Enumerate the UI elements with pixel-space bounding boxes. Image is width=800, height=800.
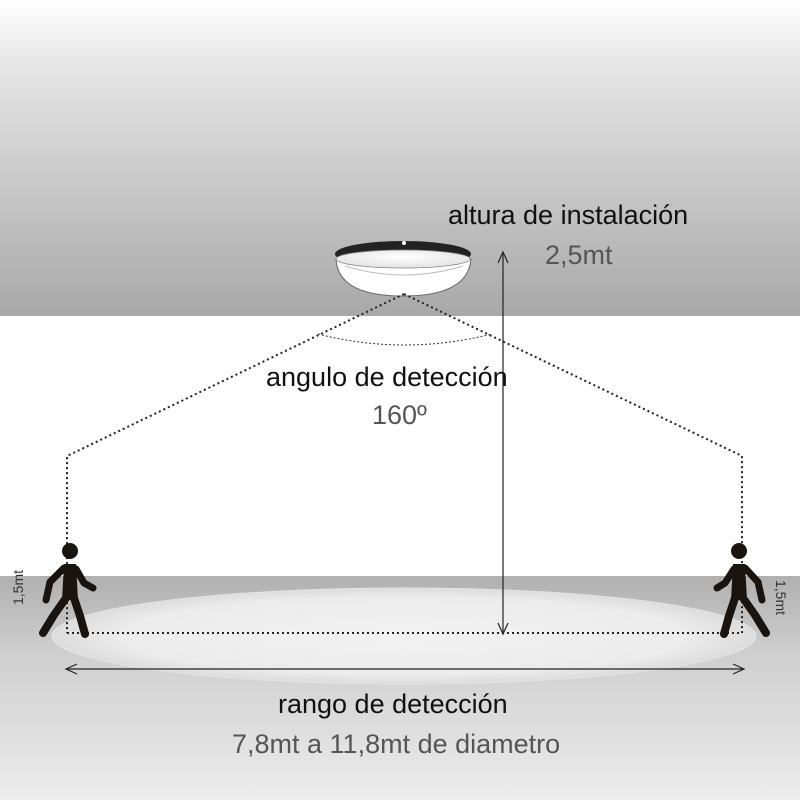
detection-area-ellipse	[51, 587, 757, 685]
ceiling-lamp-icon	[335, 241, 472, 297]
detection-range-value: 7,8mt a 11,8mt de diametro	[232, 729, 561, 759]
height-arrow	[497, 250, 509, 636]
walking-person-icon	[713, 543, 770, 638]
range-arrow	[64, 663, 746, 675]
detection-angle-value: 160º	[372, 400, 427, 430]
installation-height-value: 2,5mt	[545, 240, 613, 270]
angle-arc	[317, 333, 493, 346]
installation-height-title: altura de instalación	[448, 200, 689, 230]
person-height-label-left: 1,5mt	[10, 569, 26, 605]
person-height-label-right: 1,5mt	[773, 580, 789, 616]
walking-person-icon	[39, 543, 97, 638]
detection-range-title: rango de detección	[278, 689, 508, 719]
detection-angle-title: angulo de detección	[266, 362, 508, 392]
